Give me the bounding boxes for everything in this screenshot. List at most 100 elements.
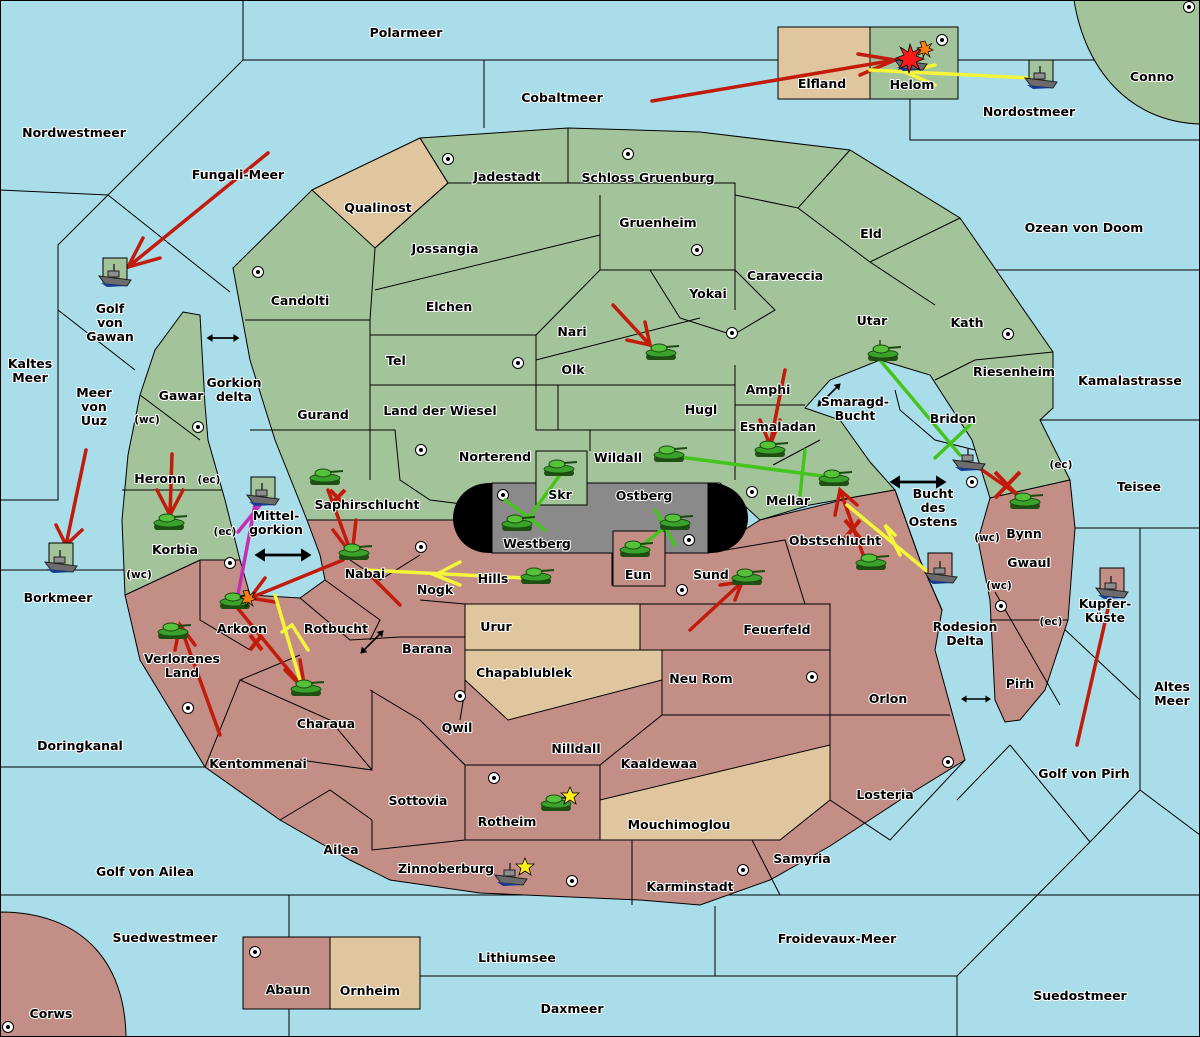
territory-label: Riesenheim — [973, 364, 1055, 379]
support-order-arrowhead — [883, 523, 902, 557]
territory-label: Karminstadt — [646, 879, 733, 894]
territory-label: Gwaul — [1007, 555, 1050, 570]
sea-label: Lithiumsee — [478, 950, 556, 965]
sea-label: Doringkanal — [37, 738, 123, 753]
convoy-order-tick — [798, 448, 807, 497]
supply-center-pirh-icon — [995, 600, 1007, 612]
territory-label: Hills — [478, 571, 509, 586]
territory-label: Gawar — [159, 388, 205, 403]
territory-label: Hugl — [685, 402, 718, 417]
territory-label: Mellar — [766, 493, 811, 508]
territory-eun[interactable] — [612, 530, 666, 587]
territory-eastern-peninsula[interactable] — [977, 479, 1076, 723]
territory-label: Sottovia — [389, 793, 448, 808]
move-order-arrow — [233, 603, 307, 692]
coast-label: (wc) — [134, 414, 160, 426]
territory-corws[interactable] — [0, 911, 127, 1037]
territory-label: Nilldall — [551, 741, 600, 756]
territory-label: Olk — [561, 362, 585, 377]
territory-label: Eun — [625, 567, 651, 582]
sea-label: Mittel-gorkion — [249, 508, 303, 537]
move-order-arrow — [168, 452, 174, 517]
territory-label: Amphi — [746, 382, 791, 397]
territory-label: Losteria — [856, 787, 913, 802]
sea-label: Smaragd-Bucht — [821, 394, 889, 423]
orders — [54, 52, 1112, 747]
territory-label: Tel — [386, 353, 406, 368]
territory-label: Qualinost — [344, 200, 411, 215]
territory-borders — [122, 128, 1068, 905]
support-order-line — [845, 503, 930, 574]
move-order-arrow — [1075, 598, 1112, 747]
territory-label: Heronn — [134, 471, 186, 486]
supply-center-gruenheim-icon — [691, 244, 703, 256]
territory-label: Jossangia — [410, 241, 478, 256]
move-order-arrowhead — [625, 320, 653, 348]
coast-label: (ec) — [1040, 616, 1063, 628]
sea-label: Teisee — [1117, 479, 1161, 494]
move-order-arrowhead — [833, 486, 859, 517]
move-order-arrow — [178, 623, 222, 737]
supply-center-qwil-icon — [454, 690, 466, 702]
coast-label: (wc) — [986, 580, 1012, 592]
supply-center-rotheim-icon — [488, 772, 500, 784]
territory-label: Nabai — [345, 566, 386, 581]
territory-label: Candolti — [271, 293, 330, 308]
territory-elfland[interactable] — [777, 26, 871, 100]
territory-label: Eld — [860, 226, 882, 241]
move-order-arrow — [838, 488, 867, 562]
sea-label: Golf von Ailea — [96, 864, 194, 879]
retreat-order-arrowhead — [236, 503, 262, 534]
sea-label: Daxmeer — [540, 1001, 604, 1016]
supply-center-bridon-icon — [966, 476, 978, 488]
sea-label: Fungali-Meer — [192, 167, 285, 182]
territory-label: Feuerfeld — [743, 622, 810, 637]
territory-label: Schloss Gruenburg — [581, 170, 714, 185]
territory-label: Yokai — [688, 286, 727, 301]
territory-label: Conno — [1130, 69, 1175, 84]
move-order-arrow — [650, 58, 897, 103]
coast-label: (ec) — [214, 526, 237, 538]
support-order-arrowhead — [430, 560, 462, 587]
supply-center-losteria-icon — [942, 756, 954, 768]
support-order-line — [363, 568, 527, 580]
convoy-order-tick — [503, 498, 547, 532]
coast-label: (ec) — [1050, 459, 1073, 471]
territory-label: Skr — [548, 487, 572, 502]
territory-label: Ostberg — [616, 488, 673, 503]
sea-label: Nordostmeer — [983, 104, 1076, 119]
coast-label: (wc) — [974, 532, 1000, 544]
territory-label: Nari — [557, 324, 586, 339]
territory-label: Qwil — [442, 720, 473, 735]
supply-center-corws-icon — [2, 1021, 14, 1033]
supply-center-schloss-gruenburg-icon — [622, 148, 634, 160]
territory-label: Norterend — [459, 449, 531, 464]
territory-label: Caraveccia — [747, 268, 823, 283]
territory-label: Bridon — [930, 411, 976, 426]
units[interactable] — [44, 40, 1129, 887]
supply-center-zinnoberburg-icon — [566, 875, 578, 887]
sea-label: Froidevaux-Meer — [778, 931, 897, 946]
territory-ornheim[interactable] — [329, 936, 421, 1010]
convoy-order-line — [878, 358, 962, 457]
move-order-arrow — [64, 448, 88, 547]
territory-label: Chapablublek — [476, 665, 573, 680]
territory-conno[interactable] — [1073, 0, 1200, 125]
supply-center-helom-icon — [936, 34, 948, 46]
territory-label: Ornheim — [340, 983, 400, 998]
coast-labels: (wc) (ec) (ec) (wc) (ec) (wc) (wc) (ec) — [125, 413, 1073, 629]
territory-label: Jadestadt — [472, 169, 540, 184]
territory-label: Nogk — [417, 582, 454, 597]
territory-label: Utar — [857, 313, 889, 328]
territory-label: Gurand — [297, 407, 349, 422]
territory-label: Neu Rom — [669, 671, 732, 686]
sea-label: Suedostmeer — [1033, 988, 1127, 1003]
territory-label: Urur — [480, 619, 512, 634]
territory-label: Ailea — [323, 842, 358, 857]
